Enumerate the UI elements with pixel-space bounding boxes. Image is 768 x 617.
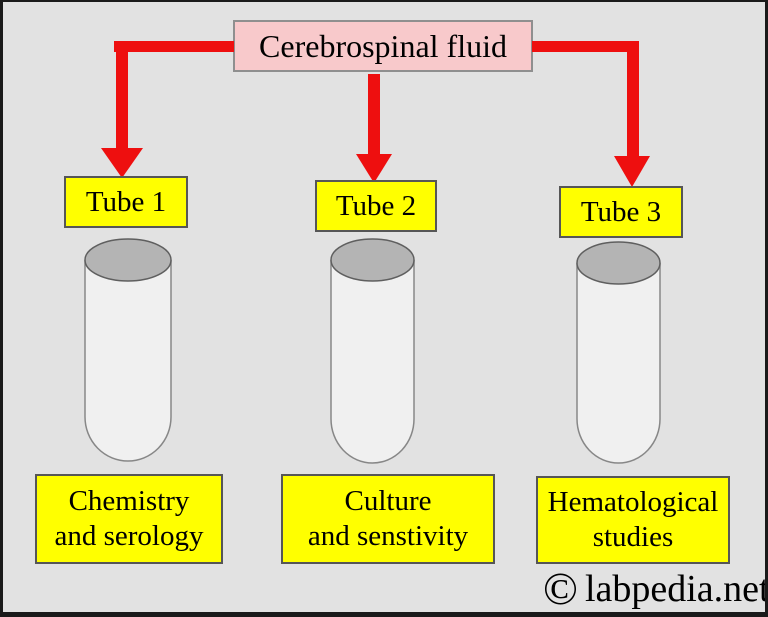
tube-3-label: Tube 3 xyxy=(580,195,662,228)
watermark: © labpedia.net xyxy=(543,566,768,612)
tube-3-study-line2: studies xyxy=(592,521,674,553)
test-tube-icon xyxy=(84,238,172,462)
test-tube-icon xyxy=(576,241,661,464)
tube-1-study-line1: Chemistry xyxy=(68,484,190,517)
tube-3-study-box: Hematological studies xyxy=(536,476,730,564)
arrow-down-icon xyxy=(101,148,143,178)
tube-1-label: Tube 1 xyxy=(85,185,167,218)
tube-2-study-line1: Culture xyxy=(344,484,432,517)
cerebrospinal-fluid-box: Cerebrospinal fluid xyxy=(233,20,533,72)
tube-1-study-box: Chemistry and serology xyxy=(35,474,223,564)
arrow-right-vertical-bar xyxy=(627,41,639,157)
test-tube-icon xyxy=(330,238,415,464)
tube-3-study-line1: Hematological xyxy=(547,485,719,518)
tube-2-label-box: Tube 2 xyxy=(315,180,437,232)
tube-1-label-box: Tube 1 xyxy=(64,176,188,228)
tube-2-label: Tube 2 xyxy=(335,189,417,222)
copyright-icon: © xyxy=(543,563,578,614)
cerebrospinal-fluid-label: Cerebrospinal fluid xyxy=(259,27,507,64)
site-name: labpedia.net xyxy=(584,568,768,610)
tube-2-study-box: Culture and senstivity xyxy=(281,474,495,564)
tube-2-study-line2: and senstivity xyxy=(307,520,469,552)
arrow-left-vertical-bar xyxy=(116,41,128,151)
arrow-down-icon xyxy=(356,154,392,183)
arrow-down-icon xyxy=(614,156,650,187)
arrow-left-horizontal-bar xyxy=(114,41,234,52)
arrow-right-horizontal-bar xyxy=(532,41,639,52)
tube-1-study-line2: and serology xyxy=(54,520,204,552)
arrow-middle-vertical-bar xyxy=(368,74,380,156)
tube-3-label-box: Tube 3 xyxy=(559,186,683,238)
